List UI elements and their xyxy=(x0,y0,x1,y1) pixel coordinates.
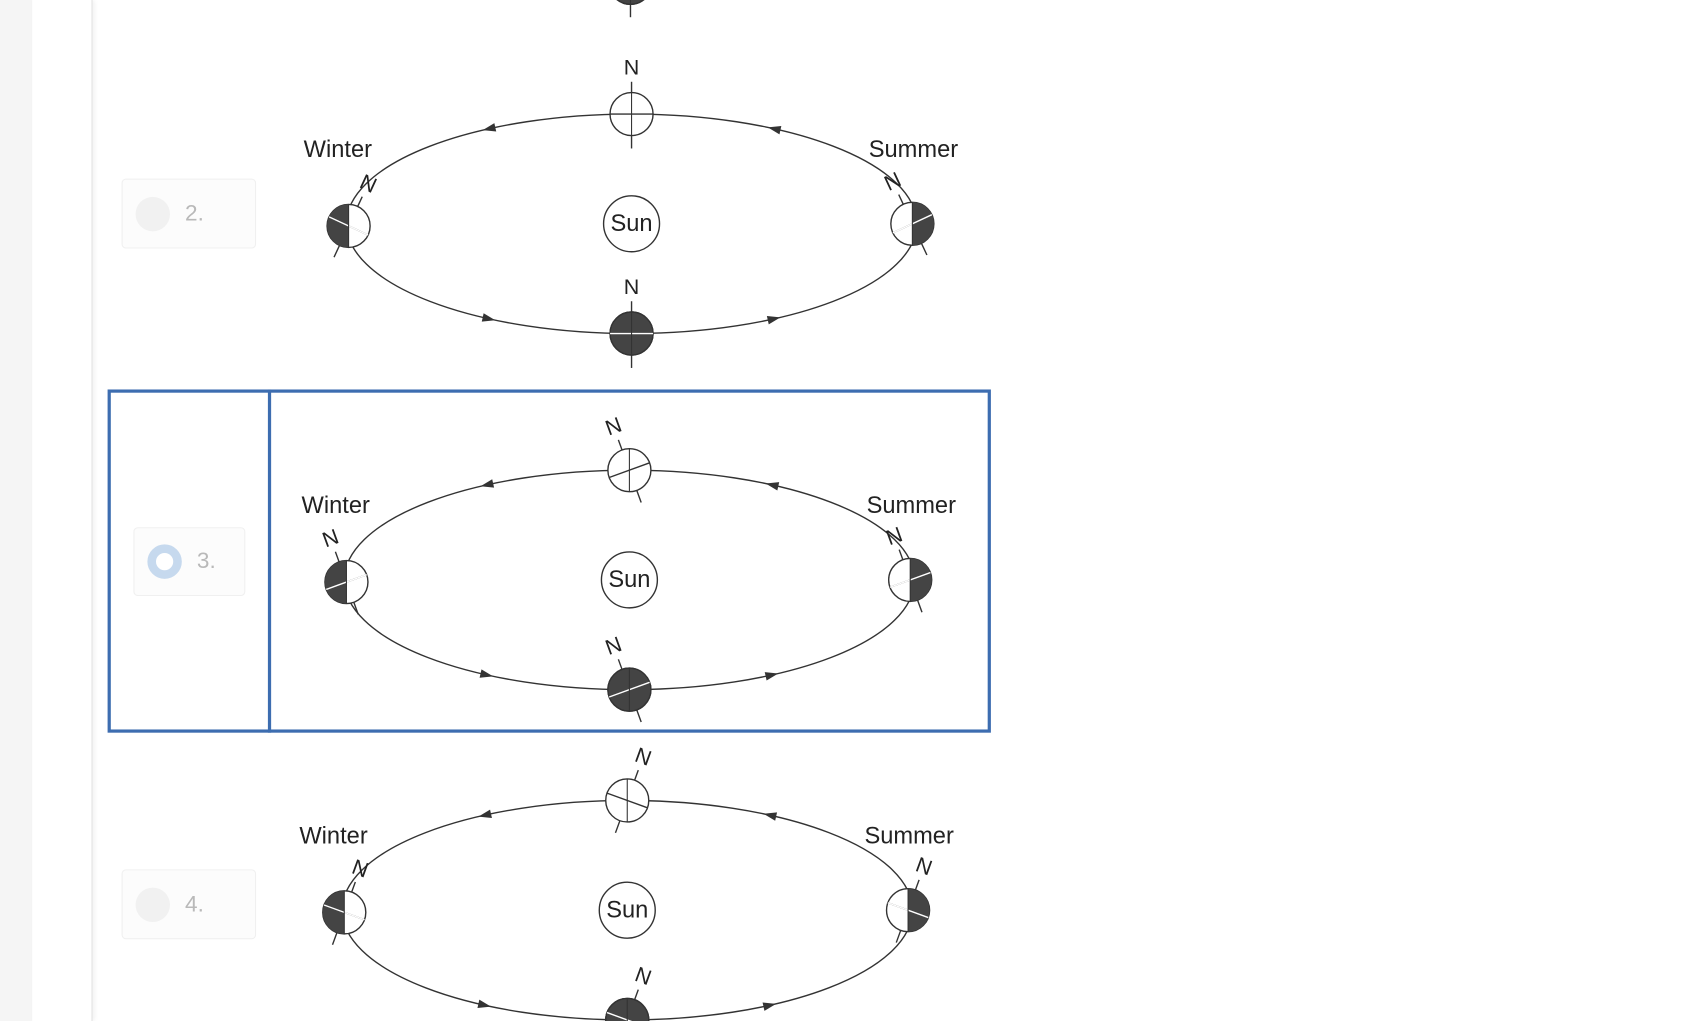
orbit-arrow-icon xyxy=(477,999,491,1009)
option-3-label: 3. xyxy=(196,548,216,574)
left-column xyxy=(32,0,93,1021)
earth-icon: N xyxy=(605,962,655,1021)
orbit-arrow-icon xyxy=(762,1002,777,1011)
orbit-arrow-icon xyxy=(767,125,782,135)
sun-label: Sun xyxy=(606,898,648,924)
winter-label: Winter xyxy=(304,137,372,163)
left-gutter xyxy=(0,0,33,1021)
sun-icon xyxy=(602,195,661,253)
earth-icon: N xyxy=(616,0,645,18)
north-label: N xyxy=(356,170,380,198)
sun-label: Sun xyxy=(608,567,650,593)
summer-label: Summer xyxy=(867,493,957,519)
winter-label: Winter xyxy=(302,493,370,519)
orbit-arrow-icon xyxy=(481,313,496,322)
option-4-label: 4. xyxy=(185,891,204,917)
north-label: N xyxy=(624,275,640,299)
orbit-arrow-icon xyxy=(765,482,780,491)
north-label: N xyxy=(632,743,655,771)
option-3-button[interactable]: 3. xyxy=(133,527,246,597)
earth-icon: N xyxy=(319,524,369,615)
option-4-button[interactable]: 4. xyxy=(121,869,257,940)
north-label: N xyxy=(602,413,625,441)
orbit-arrow-icon xyxy=(766,316,781,325)
orbit-arrow-icon xyxy=(480,479,495,488)
earth-icon: N xyxy=(326,170,380,258)
option-2-button[interactable]: 2. xyxy=(121,178,257,249)
earth-icon: N xyxy=(602,413,652,503)
sun-label: Sun xyxy=(611,211,653,237)
orbit-arrow-icon xyxy=(482,123,497,132)
earth-icon: N xyxy=(609,56,654,149)
summer-label: Summer xyxy=(864,823,954,849)
north-label: N xyxy=(624,56,640,80)
winter-label: Winter xyxy=(299,823,367,849)
north-label: N xyxy=(349,855,372,883)
option-1-diagram: N xyxy=(616,0,645,18)
option-3-divider xyxy=(267,389,272,733)
north-label: N xyxy=(883,522,906,550)
summer-label: Summer xyxy=(869,137,959,163)
option-3-radio[interactable] xyxy=(147,544,182,579)
earth-icon: N xyxy=(883,522,933,613)
option-2-label: 2. xyxy=(185,200,204,226)
option-2-radio[interactable] xyxy=(135,196,170,231)
earth-icon: N xyxy=(885,853,936,943)
sun-icon xyxy=(600,551,659,609)
earth-icon: N xyxy=(605,743,655,834)
north-label: N xyxy=(319,524,342,552)
north-label: N xyxy=(913,853,936,881)
orbit-arrow-icon xyxy=(479,669,494,678)
orbit-arrow-icon xyxy=(763,812,778,821)
north-label: N xyxy=(881,167,905,195)
north-label: N xyxy=(602,632,625,660)
earth-icon: N xyxy=(609,275,654,368)
earth-icon: N xyxy=(322,855,372,945)
earth-icon: N xyxy=(602,632,652,723)
north-label: N xyxy=(632,962,655,990)
orbit-arrow-icon xyxy=(764,672,779,681)
sun-icon xyxy=(598,881,656,939)
option-3-selected-frame[interactable] xyxy=(107,389,991,733)
option-4-radio[interactable] xyxy=(135,887,170,922)
earth-icon: N xyxy=(881,167,935,256)
orbit-arrow-icon xyxy=(478,809,492,818)
